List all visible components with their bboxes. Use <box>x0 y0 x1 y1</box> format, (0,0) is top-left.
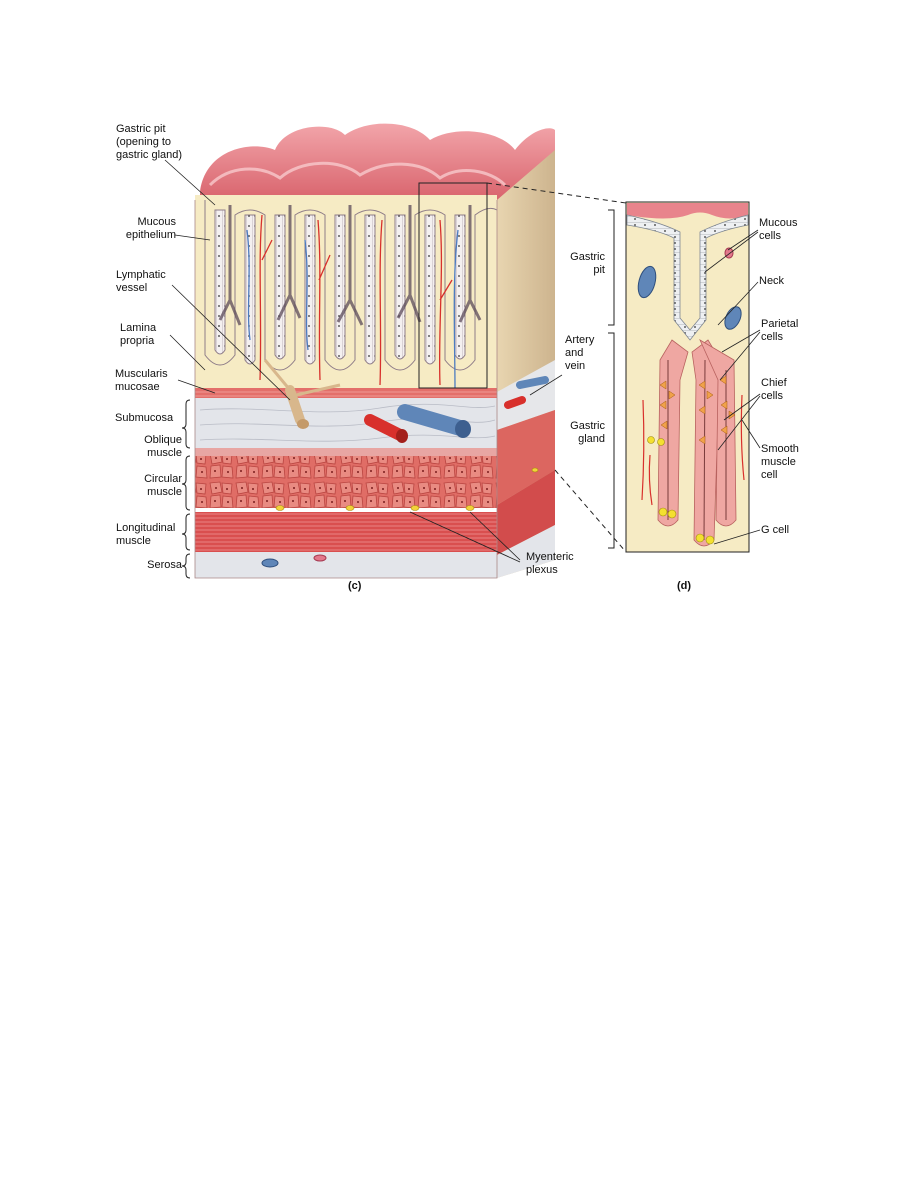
label-longitudinal-muscle: Longitudinal muscle <box>116 522 176 547</box>
lymphatic-vessel <box>263 359 341 429</box>
leader-lines-d <box>704 229 761 545</box>
label-muscularis-mucosae: Muscularis mucosae <box>115 368 168 393</box>
label-mucous-cells: Mucous cells <box>759 217 798 242</box>
leader-lines-c <box>164 159 563 563</box>
capillaries <box>246 214 459 391</box>
label-serosa: Serosa <box>147 559 182 571</box>
label-detail-gastric-gland: Gastric gland <box>570 420 605 445</box>
detail-zoom-box <box>418 182 488 389</box>
label-circular-muscle: Circular muscle <box>144 473 182 498</box>
label-oblique-muscle: Oblique muscle <box>144 434 182 459</box>
panel-label-c: (c) <box>348 580 362 592</box>
parietal-cells <box>659 375 736 445</box>
detail-brackets <box>608 209 615 549</box>
layer-brackets <box>181 399 191 579</box>
oblique-muscle-band <box>195 448 497 458</box>
muscularis-mucosae-band <box>195 388 497 398</box>
longitudinal-muscle-band <box>195 512 497 552</box>
label-artery-and-vein: Artery and vein <box>565 334 595 372</box>
label-g-cell: G cell <box>761 524 790 536</box>
detail-vein-right <box>724 306 742 330</box>
circular-muscle-band <box>195 456 497 508</box>
label-mucous-epithelium: Mucous epithelium <box>125 216 176 241</box>
label-lamina-propria: Lamina propria <box>120 322 157 347</box>
label-parietal-cells: Parietal cells <box>761 318 799 343</box>
mucosal-rugae <box>200 123 555 200</box>
blood-vessels <box>364 376 549 443</box>
detail-vein-left <box>637 265 657 299</box>
label-smooth-muscle-cell: Smooth muscle cell <box>761 443 799 481</box>
label-chief-cells: Chief cells <box>761 377 787 402</box>
serosa-band <box>195 552 497 578</box>
label-detail-gastric-pit: Gastric pit <box>570 251 605 276</box>
label-gastric-pit: Gastric pit (opening to gastric gland) <box>116 123 183 161</box>
lamina-propria-region <box>195 195 497 395</box>
detail-smooth-muscle <box>641 394 745 506</box>
detail-pit-epithelium <box>626 214 749 341</box>
label-neck: Neck <box>759 275 785 287</box>
gastric-glands-front <box>204 200 498 371</box>
g-cells <box>647 436 715 545</box>
label-lymphatic-vessel: Lymphatic vessel <box>116 269 166 294</box>
myenteric-plexus-ganglia <box>275 467 539 511</box>
label-submucosa: Submucosa <box>115 412 174 424</box>
pit-lumens <box>218 205 482 326</box>
label-myenteric-plexus: Myenteric plexus <box>526 551 574 576</box>
panel-label-d: (d) <box>677 580 692 592</box>
